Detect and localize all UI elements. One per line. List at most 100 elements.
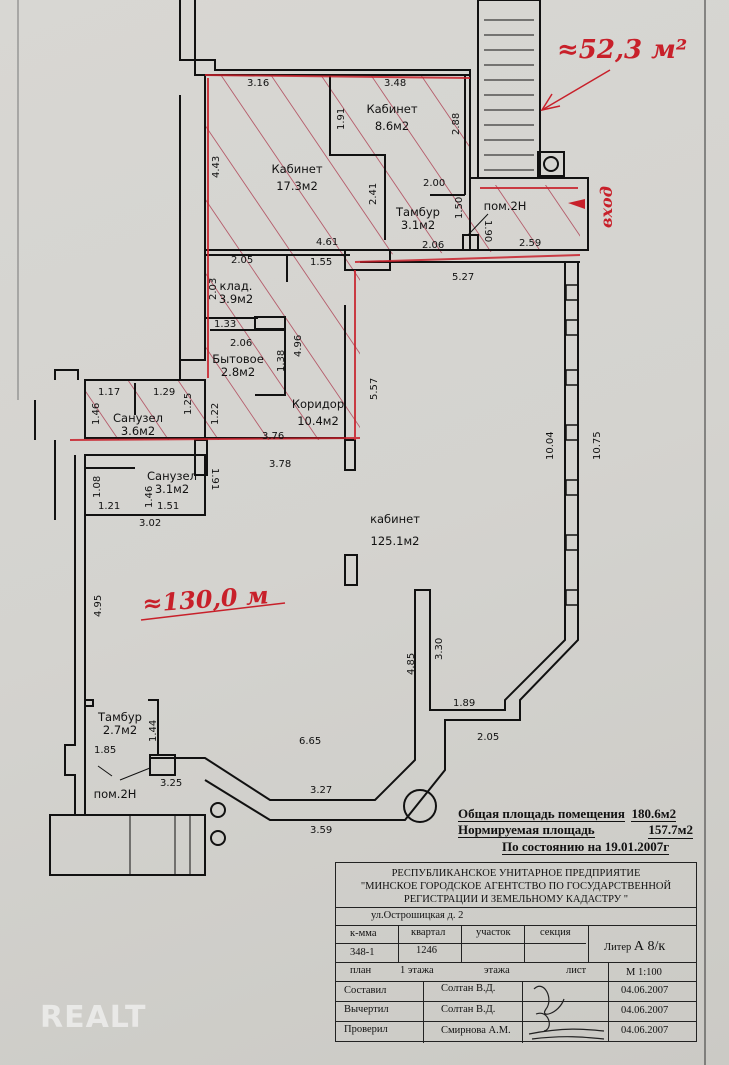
header-kvartal: квартал xyxy=(411,927,446,938)
role: Проверил xyxy=(344,1024,388,1035)
dimension: 1.38 xyxy=(276,350,287,372)
liter-value: А 8/к xyxy=(633,939,666,954)
dimension: 1.08 xyxy=(92,476,103,498)
room-name: Кабинет xyxy=(271,162,322,176)
person-name: Солтан В.Д. xyxy=(441,1004,496,1015)
as-of-date: По состоянию на 19.01.2007г xyxy=(502,839,670,855)
dimension: 1.44 xyxy=(148,720,159,742)
room-name: Коридор xyxy=(292,397,344,411)
dimension: 3.02 xyxy=(139,518,161,529)
room-name: пом.2Н xyxy=(484,199,527,213)
org-line: "МИНСКОЕ ГОРОДСКОЕ АГЕНТСТВО ПО ГОСУДАРС… xyxy=(360,881,672,892)
kvartal-value: 1246 xyxy=(416,945,437,956)
room-area: 3.1м2 xyxy=(155,482,189,496)
dimension: 3.48 xyxy=(384,78,406,89)
dimension: 3.59 xyxy=(310,825,332,836)
red-hatching xyxy=(85,75,580,440)
room-name: клад. xyxy=(220,279,253,293)
room-name: пом.2Н xyxy=(94,787,137,801)
room-area: 2.8м2 xyxy=(221,365,255,379)
dimension: 4.85 xyxy=(406,653,417,675)
liter-label: Литер xyxy=(604,942,632,953)
room-area: 8.6м2 xyxy=(375,119,409,133)
room-area: 10.4м2 xyxy=(297,414,339,428)
dimension: 5.27 xyxy=(452,272,474,283)
dimension-labels: 3.16 3.48 1.91 2.88 4.43 2.41 2.00 1.50 … xyxy=(91,78,603,836)
dimension: 1.50 xyxy=(454,197,465,219)
room-name: Бытовое xyxy=(212,352,264,366)
arrow-head-icon xyxy=(540,93,561,112)
norm-area-value: 157.7м2 xyxy=(648,822,693,839)
dimension: 3.27 xyxy=(310,785,332,796)
floor-value: 1 этажа xyxy=(400,965,434,976)
dimension: 2.06 xyxy=(230,338,252,349)
dimension: 2.00 xyxy=(423,178,445,189)
dimension: 1.46 xyxy=(144,486,155,508)
dimension: 1.91 xyxy=(209,468,220,490)
plan-label: план xyxy=(350,965,372,976)
role: Составил xyxy=(344,985,387,996)
room-name: кабинет xyxy=(370,512,420,526)
total-area-value: 180.6м2 xyxy=(631,806,677,822)
header-kmma: к-мма xyxy=(350,928,377,939)
total-area-label: Общая площадь помещения xyxy=(458,806,625,822)
scale: М 1:100 xyxy=(626,967,662,978)
dimension: 1.21 xyxy=(98,501,120,512)
room-area: 17.3м2 xyxy=(276,179,318,193)
dimension: 1.33 xyxy=(214,319,236,330)
walls xyxy=(34,0,589,876)
dimension: 4.96 xyxy=(293,335,304,357)
room-area: 3.6м2 xyxy=(121,424,155,438)
signature xyxy=(528,985,605,1040)
red-outline xyxy=(69,74,581,441)
person-name: Солтан В.Д. xyxy=(441,983,496,994)
dimension: 3.25 xyxy=(160,778,182,789)
title-block: РЕСПУБЛИКАНСКОЕ УНИТАРНОЕ ПРЕДПРИЯТИЕ "М… xyxy=(335,862,697,1043)
kmma-value: 348-1 xyxy=(350,947,375,958)
dimension: 2.41 xyxy=(368,183,379,205)
dimension: 2.88 xyxy=(451,113,462,135)
dimension: 1.91 xyxy=(336,108,347,130)
room-name: Тамбур xyxy=(97,710,142,724)
dimension: 1.46 xyxy=(91,403,102,425)
room-name: Тамбур xyxy=(395,205,440,219)
dimension: 3.76 xyxy=(262,431,284,442)
date: 04.06.2007 xyxy=(621,985,669,996)
as-of-date-text: По состоянию на 19.01.2007г xyxy=(502,839,670,855)
room-name: Кабинет xyxy=(366,102,417,116)
dimension: 4.43 xyxy=(211,156,222,178)
dimension: 1.17 xyxy=(98,387,120,398)
dimension: 1.89 xyxy=(453,698,475,709)
room-name: Санузел xyxy=(147,469,197,483)
underline xyxy=(140,602,286,621)
sheet-label: лист xyxy=(566,965,587,976)
role: Вычертил xyxy=(344,1004,389,1015)
dimension: 4.95 xyxy=(93,595,104,617)
org-line: РЕГИСТРАЦИИ И ЗЕМЕЛЬНОМУ КАДАСТРУ " xyxy=(403,894,629,905)
date: 04.06.2007 xyxy=(621,1005,669,1016)
dimension: 1.29 xyxy=(153,387,175,398)
dimension: 10.04 xyxy=(545,431,556,460)
room-area: 2.7м2 xyxy=(103,723,137,737)
dimension: 3.78 xyxy=(269,459,291,470)
room-area: 3.1м2 xyxy=(401,218,435,232)
dimension: 10.75 xyxy=(592,431,603,460)
entrance-arrow-icon xyxy=(568,199,585,209)
date: 04.06.2007 xyxy=(621,1025,669,1036)
dimension: 2.06 xyxy=(422,240,444,251)
arrow-line xyxy=(541,69,611,111)
dimension: 2.05 xyxy=(231,255,253,266)
dimension: 5.57 xyxy=(369,378,380,400)
dimension: 4.61 xyxy=(316,237,338,248)
upper-area-note: ≈52,3 м² xyxy=(557,35,687,65)
header-sekciya: секция xyxy=(540,927,571,938)
room-name: Санузел xyxy=(113,411,163,425)
etazha-label: этажа xyxy=(484,965,510,976)
liter: Литер А 8/к xyxy=(604,939,665,955)
dimension: 3.30 xyxy=(434,638,445,660)
dimension: 2.03 xyxy=(208,278,219,300)
dimension: 1.22 xyxy=(210,403,221,425)
dimension: 1.85 xyxy=(94,745,116,756)
